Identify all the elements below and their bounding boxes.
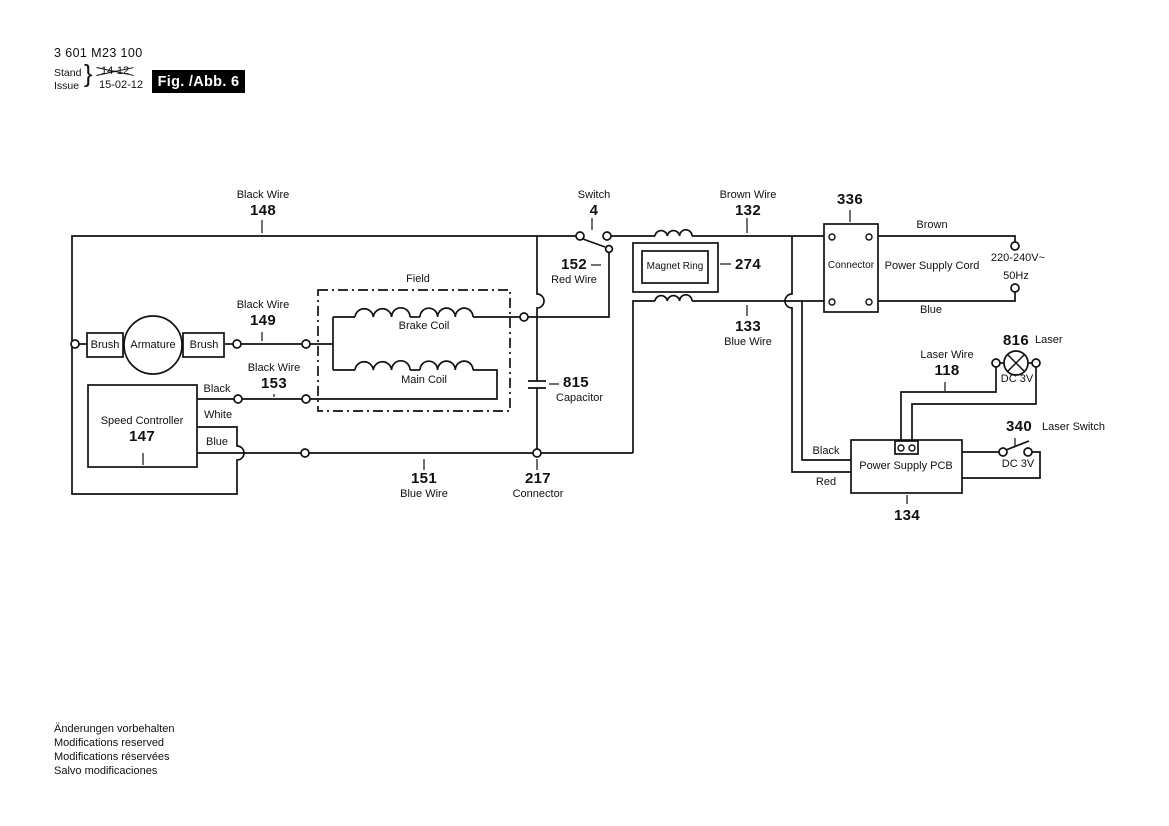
laser-circuit-wires [900,367,1037,441]
laser-switch-symbol [962,440,1041,479]
callout-274: 274 [735,256,761,273]
frequency-label: 50Hz [1003,270,1029,282]
brake-coil-label: Brake Coil [398,320,450,332]
header-brace: } [84,60,93,88]
pcb-black-wire-label: Black [812,445,840,457]
superseded-date: 14-12 [99,65,131,77]
switch-4-symbol [575,231,614,254]
brush-left-label: Brush [90,339,120,351]
callout-134: 134 [894,507,920,524]
callout-815: 815 [563,374,589,391]
issue-label: Issue [54,80,80,92]
wire-149-black [225,339,311,349]
voltage-label: 220-240V~ [990,252,1046,264]
pcb-label: Power Supply PCB [859,460,953,472]
brake-coil-symbol [333,306,474,318]
callout-217: 217 Connector [512,470,564,500]
callout-336: 336 [837,191,863,208]
pcb-red-feed-wire [784,236,851,473]
laser-switch-label: Laser Switch [1042,421,1105,433]
sc-blue-wire-label: Blue [205,436,229,448]
issue-date: 15-02-12 [99,79,144,91]
connector-336-label: Connector [827,260,875,271]
connector-217-terminal [532,448,542,458]
pcb-black-feed-wire [801,301,851,461]
mains-plug-terminals [1010,241,1020,293]
callout-switch-4: Switch 4 [577,189,611,219]
callout-wire-148: Black Wire 148 [236,189,290,219]
magnet-ring-label: Magnet Ring [646,261,704,272]
power-supply-pcb-box [850,439,963,494]
magnet-ring-symbol [632,242,719,293]
notice-line-en: Modifications reserved [54,737,165,749]
field-label: Field [406,273,430,285]
armature-label: Armature [130,339,176,351]
capacitor-label: Capacitor [556,392,604,404]
power-supply-cord-label: Power Supply Cord [884,260,980,272]
capacitor-815-symbol [528,236,546,449]
callout-340: 340 [1006,418,1032,435]
cord-brown-label: Brown [916,219,948,231]
callout-wire-133: 133 Blue Wire [724,318,772,348]
callout-wire-151: 151 Blue Wire [400,470,448,500]
part-number: 3 601 M23 100 [54,46,143,60]
figure-badge: Fig. /Abb. 6 [152,70,245,93]
field-boundary-box [317,289,511,412]
stand-label: Stand [54,67,82,79]
notice-line-es: Salvo modificaciones [54,765,158,777]
callout-wire-149: Black Wire 149 [236,299,290,329]
notice-line-fr: Modifications réservées [54,751,170,763]
wire-132-brown [611,228,1016,242]
wire-153-black [197,394,311,404]
laser-label: Laser [1035,334,1063,346]
main-coil-symbol [310,359,498,400]
motor-symbol [70,315,225,375]
main-coil-label: Main Coil [401,374,447,386]
callout-wire-132: Brown Wire 132 [719,189,777,219]
cord-blue-label: Blue [919,304,943,316]
brush-right-label: Brush [189,339,219,351]
connector-336-symbol [823,223,879,313]
modifications-notice: Änderungen vorbehalten Modifications res… [54,722,174,778]
callout-wire-153: Black Wire 153 [247,362,301,392]
notice-line-de: Änderungen vorbehalten [54,723,175,735]
callout-wire-152: 152 Red Wire [551,256,597,286]
superseded-date-text: 14-12 [101,65,130,77]
sc-white-wire-label: White [203,409,233,421]
laser-switch-dc-rating: DC 3V [1001,458,1035,470]
sc-black-wire-label: Black [203,383,231,395]
callout-816: 816 [1003,332,1029,349]
laser-dc-rating: DC 3V [1000,373,1034,385]
speed-controller-label: Speed Controller 147 [100,415,184,445]
callout-leader-lines [142,210,1016,504]
wire-152-red [473,252,610,322]
callout-wire-118: Laser Wire 118 [920,349,974,379]
wire-151-blue [197,448,633,458]
pcb-red-wire-label: Red [815,476,837,488]
laser-lamp-symbol [991,350,1041,376]
wire-148-black [71,235,576,495]
